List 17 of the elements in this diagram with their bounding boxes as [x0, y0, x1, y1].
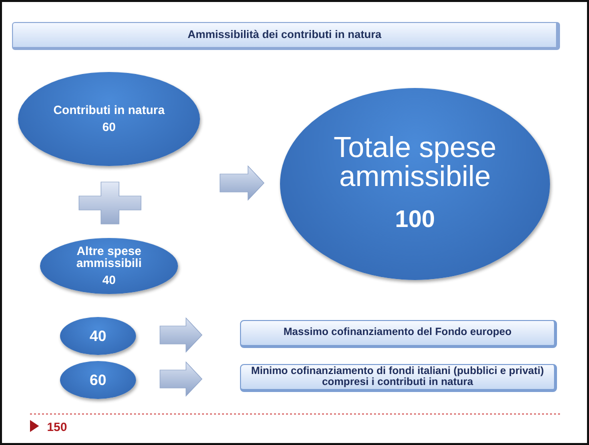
page-number: 150 — [47, 420, 68, 434]
node-heading: Contributi in natura — [53, 104, 165, 116]
block-arrow — [160, 317, 202, 353]
block-arrow — [160, 361, 202, 397]
text-box: Massimo cofinanziamento del Fondo europeo — [240, 320, 557, 348]
value-text: 60 — [102, 120, 116, 134]
node-heading: Totale spese ammissibile — [332, 134, 498, 192]
title-bar: Ammissibilità dei contributi in natura — [12, 22, 560, 50]
ellipse-node — [60, 361, 136, 399]
value-text: 60 — [90, 372, 106, 388]
ellipse-node — [60, 317, 136, 355]
value-text: 40 — [102, 273, 116, 287]
value-text: 40 — [90, 328, 106, 344]
block-arrow — [220, 165, 264, 201]
value-text: 100 — [394, 206, 436, 234]
text-box: Minimo cofinanziamento di fondi italiani (pubblici e privati) compresi i contributi in natura — [240, 364, 557, 392]
node-heading: Altre spese ammissibili — [75, 245, 143, 269]
